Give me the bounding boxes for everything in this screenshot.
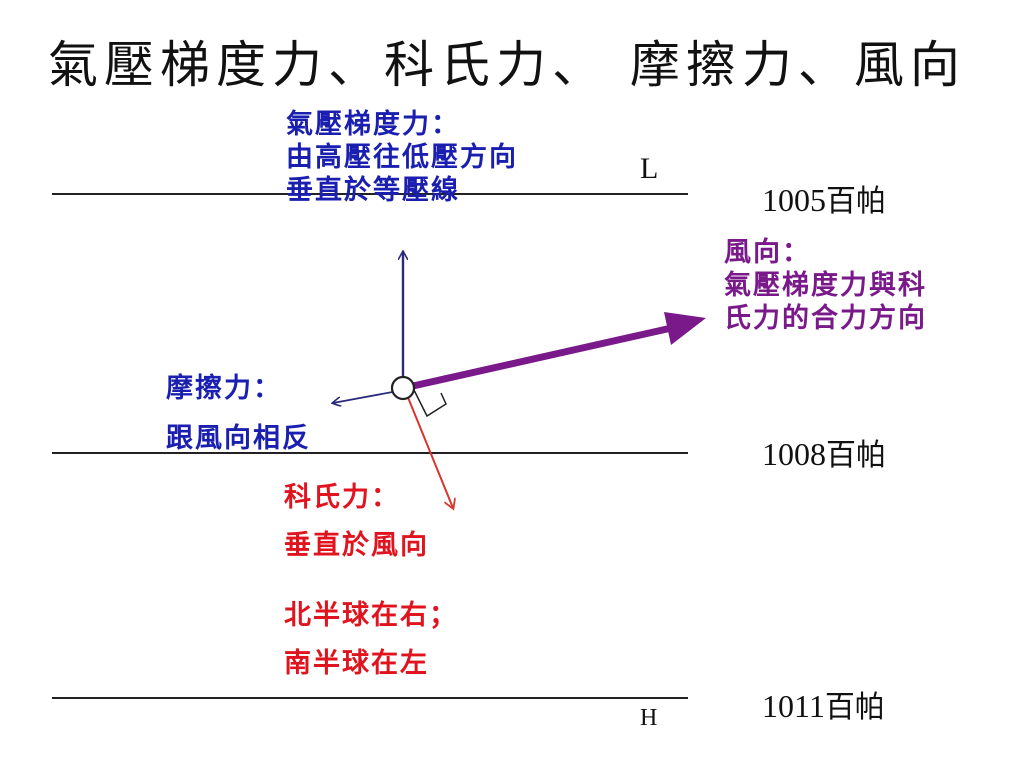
wind-direction-label: 風向： 氣壓梯度力與科 氏力的合力方向: [724, 236, 927, 335]
wind-direction-line2: 氣壓梯度力與科: [724, 270, 927, 301]
friction-line1: 摩擦力：: [166, 373, 282, 404]
low-pressure-marker: L: [640, 152, 659, 185]
wind-direction-line3: 氏力的合力方向: [724, 303, 927, 334]
coriolis-label: 科氏力： 垂直於風向: [284, 474, 429, 570]
pressure-gradient-line1: 氣壓梯度力：: [286, 109, 460, 140]
air-parcel-circle: [390, 375, 416, 401]
isobar-unit: 百帕: [826, 184, 886, 219]
coriolis-arrow: [406, 394, 453, 508]
coriolis-line2: 垂直於風向: [284, 530, 429, 561]
wind-direction-arrowhead: [664, 312, 706, 345]
friction-line2: 跟風向相反: [166, 423, 311, 454]
isobar-label-1011: 1011百帕: [762, 690, 885, 723]
right-angle-marker: [413, 389, 447, 418]
page-title: 氣壓梯度力、科氏力、 摩擦力、風向: [48, 36, 966, 94]
coriolis-line1: 科氏力：: [284, 482, 400, 513]
friction-label: 摩擦力： 跟風向相反: [166, 364, 311, 464]
isobar-unit: 百帕: [824, 690, 885, 725]
wind-direction-line1: 風向：: [724, 237, 811, 268]
isobar-value: 1008: [762, 436, 826, 472]
hemisphere-line1: 北半球在右；: [284, 600, 458, 631]
isobar-unit: 百帕: [826, 438, 886, 473]
pressure-gradient-label: 氣壓梯度力： 由高壓往低壓方向 垂直於等壓線: [286, 108, 518, 207]
isobar-value: 1011: [762, 688, 825, 724]
isobar-value: 1005: [762, 182, 826, 218]
hemisphere-line2: 南半球在左: [284, 648, 429, 679]
high-pressure-marker: H: [640, 705, 658, 731]
pressure-gradient-line2: 由高壓往低壓方向: [286, 142, 518, 173]
isobar-label-1005: 1005百帕: [762, 184, 886, 217]
hemisphere-label: 北半球在右； 南半球在左: [284, 592, 458, 688]
wind-direction-shaft: [412, 323, 677, 390]
isobar-label-1008: 1008百帕: [762, 438, 886, 471]
pressure-gradient-line3: 垂直於等壓線: [286, 175, 460, 206]
friction-arrow: [333, 390, 399, 403]
